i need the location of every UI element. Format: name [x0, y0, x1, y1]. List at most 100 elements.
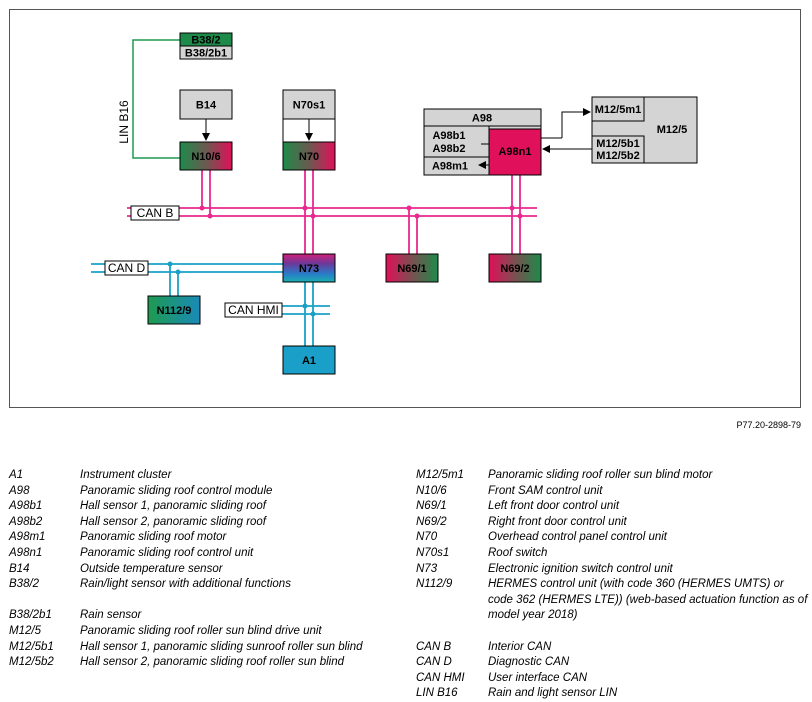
n69-2-label: N69/2 — [500, 263, 529, 275]
legend-spacer — [416, 624, 808, 640]
legend-description: Diagnostic CAN — [488, 656, 570, 669]
legend-description: Roof switch — [488, 546, 548, 559]
a98-label: A98 — [472, 113, 492, 125]
n73-box — [282, 253, 336, 283]
b38-2b1-box — [179, 45, 233, 60]
legend-description: User interface CAN — [488, 671, 588, 684]
can-b-label-box — [130, 205, 180, 221]
diagram-frame — [9, 9, 801, 408]
a98n1-label: A98n1 — [498, 146, 531, 158]
m12-5b2-label: M12/5b2 — [596, 150, 639, 162]
legend-description: Hall sensor 1, panoramic sliding roof — [80, 500, 267, 513]
legend-row: CAN D Diagnostic CAN — [416, 655, 808, 671]
legend-description: Overhead control panel control unit — [488, 531, 667, 544]
n70-box — [282, 141, 336, 171]
legend-description: Rain and light sensor LIN — [488, 687, 618, 700]
legend-row: M12/5b1 Hall sensor 1, panoramic sliding … — [9, 640, 399, 656]
legend-description: Outside temperature sensor — [80, 562, 223, 575]
legend-code: M12/5m1 — [416, 469, 464, 481]
can-hmi-junctions — [302, 303, 316, 317]
can-d-junctions — [167, 261, 181, 275]
b38-2b1-label: B38/2b1 — [185, 48, 227, 60]
legend-description: Panoramic sliding roof motor — [80, 531, 227, 544]
a1-label: A1 — [302, 355, 316, 367]
b14-box — [179, 89, 233, 120]
legend-code: M12/5b2 — [9, 656, 54, 669]
legend-code: B38/2 — [9, 578, 40, 591]
legend-code: N70s1 — [416, 546, 450, 559]
a98n1-box — [488, 128, 542, 176]
b38-2-label: B38/2 — [191, 35, 220, 47]
n10-6-box — [179, 141, 233, 171]
network-diagram: LIN B16 CAN B CAN D — [9, 9, 801, 408]
legend-row: A98 Panoramic sliding roof control module — [9, 484, 399, 500]
legend-row: B38/2 Rain/light sensor with additional f… — [9, 577, 399, 593]
legend-code: A98b1 — [9, 500, 43, 513]
m12-5-label: M12/5 — [657, 124, 688, 136]
legend-description: Hall sensor 1, panoramic sliding sunroof… — [80, 640, 363, 653]
legend-description: Rain/light sensor with additional functi… — [80, 578, 291, 591]
can-b-label: CAN B — [137, 206, 174, 220]
legend-description: Right front door control unit — [488, 515, 627, 528]
n69-1-box — [385, 253, 439, 283]
a98b2-label: A98b2 — [432, 143, 465, 155]
n112-9-label: N112/9 — [157, 305, 192, 317]
legend-description: Panoramic sliding roof control unit — [80, 546, 254, 559]
m12-5m1-label: M12/5m1 — [595, 104, 641, 116]
legend-description: Panoramic sliding roof control module — [80, 484, 273, 497]
can-d-label-box — [104, 260, 149, 276]
n112-9-box — [147, 295, 201, 325]
legend-description: Hall sensor 2, panoramic sliding roof ro… — [80, 656, 344, 669]
legend-code: A98b2 — [9, 515, 43, 528]
legend-description: Rain sensor — [80, 609, 142, 622]
can-hmi-bus — [282, 282, 330, 346]
legend-row: A98b1 Hall sensor 1, panoramic sliding ro… — [9, 499, 399, 515]
legend-code: M12/5 — [9, 624, 41, 637]
b14-label: B14 — [196, 100, 217, 112]
legend-description: HERMES control unit (with code 360 (HERM… — [488, 578, 808, 622]
legend-code: N73 — [416, 562, 438, 575]
n73-label: N73 — [299, 263, 319, 275]
n70s1-label: N70s1 — [293, 100, 325, 112]
legend-code: A98n1 — [9, 546, 43, 559]
legend-row: LIN B16 Rain and light sensor LIN — [416, 686, 808, 702]
legend-code: N10/6 — [416, 484, 447, 497]
legend-code: LIN B16 — [416, 687, 458, 700]
legend-description: Front SAM control unit — [488, 484, 603, 497]
m12-5m1-arrow — [561, 108, 591, 138]
n69-2-box — [488, 253, 542, 283]
a98m1-label: A98m1 — [432, 161, 468, 173]
legend-description: Panoramic sliding roof roller sun blind … — [80, 624, 322, 637]
legend-code: CAN D — [416, 656, 452, 669]
legend-description: Instrument cluster — [80, 469, 172, 481]
can-d-label: CAN D — [108, 261, 146, 275]
can-b-bus — [127, 170, 537, 254]
legend-row: N10/6 Front SAM control unit — [416, 484, 808, 500]
lin-b16-label: LIN B16 — [117, 100, 131, 144]
legend-row: M12/5 Panoramic sliding roof roller sun b… — [9, 624, 399, 640]
legend-code: A98 — [9, 484, 30, 497]
legend-description: Hall sensor 2, panoramic sliding roof — [80, 515, 267, 528]
legend-spacer — [9, 593, 399, 609]
lin-b16-wire — [132, 39, 180, 159]
legend-row: N70s1 Roof switch — [416, 546, 808, 562]
figure-reference: P77.20-2898-79 — [736, 420, 801, 430]
can-hmi-label-box — [224, 302, 283, 318]
n70-label: N70 — [299, 151, 319, 163]
legend-row: M12/5b2 Hall sensor 2, panoramic sliding … — [9, 655, 399, 671]
n69-1-label: N69/1 — [397, 263, 426, 275]
legend-row: A98n1 Panoramic sliding roof control unit — [9, 546, 399, 562]
m12-5m1-box — [591, 96, 645, 122]
legend-row: A98b2 Hall sensor 2, panoramic sliding ro… — [9, 515, 399, 531]
can-b-junctions — [199, 205, 523, 219]
legend-code: M12/5b1 — [9, 640, 54, 653]
legend-code: B38/2b1 — [9, 609, 52, 622]
